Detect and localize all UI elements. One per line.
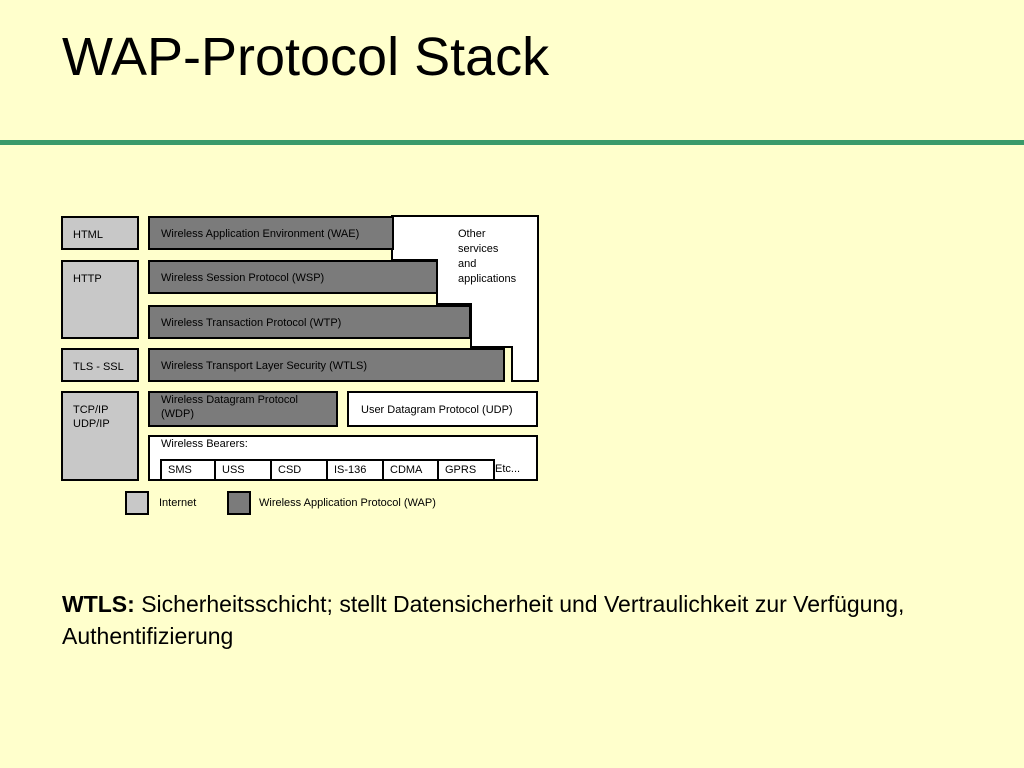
legend-wap-label: Wireless Application Protocol (WAP) (259, 497, 436, 509)
bearer-etc: Etc... (495, 463, 521, 475)
wsp-layer: Wireless Session Protocol (WSP) (148, 260, 438, 294)
wdp-label-line1: Wireless Datagram Protocol (161, 394, 298, 406)
udp-label: User Datagram Protocol (UDP) (361, 404, 513, 416)
tls-ssl-label: TLS - SSL (73, 361, 124, 373)
bearer-csd: CSD (270, 459, 328, 481)
wtls-note: WTLS: Sicherheitsschicht; stellt Datensi… (62, 588, 982, 652)
html-label: HTML (73, 229, 103, 241)
wae-layer: Wireless Application Environment (WAE) (148, 216, 394, 250)
tcpip-label: TCP/IP (73, 404, 109, 416)
note-text: Sicherheitsschicht; stellt Datensicherhe… (62, 591, 905, 649)
wireless-bearers-label: Wireless Bearers: (161, 438, 248, 450)
bearer-uss: USS (214, 459, 272, 481)
udpip-label: UDP/IP (73, 418, 110, 430)
wdp-label-line2: (WDP) (161, 408, 194, 420)
http-layer: HTTP (61, 260, 139, 339)
wtls-layer: Wireless Transport Layer Security (WTLS) (148, 348, 505, 382)
udp-layer: User Datagram Protocol (UDP) (347, 391, 538, 427)
tls-ssl-layer: TLS - SSL (61, 348, 139, 382)
bearer-sms: SMS (160, 459, 216, 481)
bearer-cdma: CDMA (382, 459, 440, 481)
wae-label: Wireless Application Environment (WAE) (161, 228, 360, 240)
http-label: HTTP (73, 273, 102, 285)
html-layer: HTML (61, 216, 139, 250)
tcp-udp-ip-layer: TCP/IP UDP/IP (61, 391, 139, 481)
wsp-label: Wireless Session Protocol (WSP) (161, 272, 325, 284)
legend-internet-label: Internet (159, 497, 197, 509)
wdp-layer: Wireless Datagram Protocol (WDP) (148, 391, 338, 427)
note-term: WTLS: (62, 591, 135, 617)
wtp-label: Wireless Transaction Protocol (WTP) (161, 317, 342, 329)
other-services-label: Other services and applications (458, 228, 517, 285)
legend-wap-swatch (227, 491, 251, 515)
wtp-layer: Wireless Transaction Protocol (WTP) (148, 305, 471, 339)
title-divider (0, 140, 1024, 145)
bearer-gprs: GPRS (437, 459, 495, 481)
legend-internet-swatch (125, 491, 149, 515)
bearer-is136: IS-136 (326, 459, 384, 481)
wtls-label: Wireless Transport Layer Security (WTLS) (161, 360, 367, 372)
slide-title: WAP-Protocol Stack (62, 27, 550, 87)
